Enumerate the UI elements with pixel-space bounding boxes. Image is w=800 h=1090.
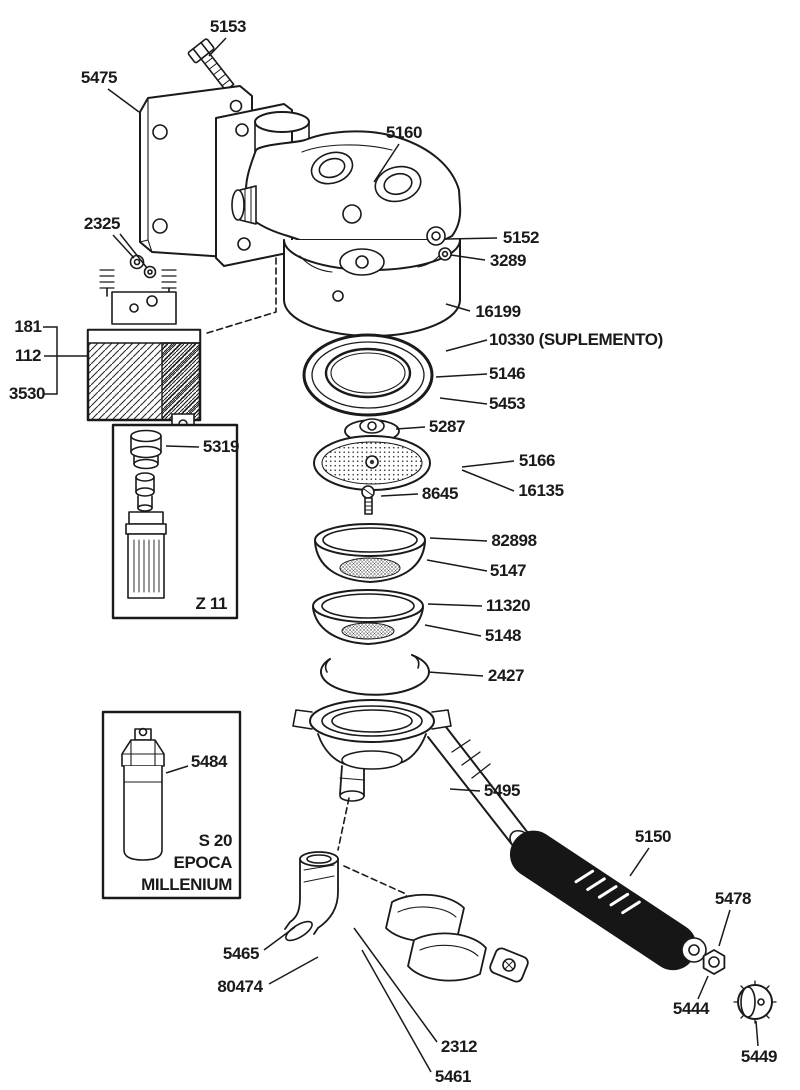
- inset-box-z11: [111, 423, 239, 620]
- leader-line-5148: [424, 624, 482, 637]
- leader-line-11320: [427, 603, 483, 607]
- leader-line-5444: [697, 975, 709, 1000]
- part-label-2427: 2427: [487, 666, 525, 685]
- leader-line-5495: [449, 788, 481, 792]
- leader-line-5287: [395, 426, 426, 430]
- fitting-5319: [130, 429, 162, 470]
- part-label-5484: 5484: [190, 752, 228, 771]
- bolt-5153: [187, 38, 235, 92]
- part-label-5319: 5319: [202, 437, 240, 456]
- part-label-10330-suplemento: 10330 (SUPLEMENTO): [489, 330, 663, 349]
- leader-line-16135: [461, 469, 515, 492]
- leader-line-8645: [380, 493, 419, 497]
- part-label-181: 181: [14, 317, 42, 336]
- part-label-5146: 5146: [489, 364, 526, 383]
- shower-screen-5166: [313, 435, 431, 491]
- leader-line-5478: [718, 909, 731, 947]
- part-label-8645: 8645: [421, 484, 459, 503]
- part-label-112: 112: [14, 346, 42, 365]
- part-label-5287: 5287: [428, 417, 466, 436]
- quick-connector: [135, 472, 155, 512]
- part-label-5461: 5461: [434, 1067, 472, 1086]
- part-label-2312: 2312: [440, 1037, 478, 1056]
- clamp-saddles: [385, 893, 529, 983]
- part-label-5444: 5444: [672, 999, 710, 1018]
- leader-line-16199: [445, 303, 471, 312]
- part-label-5475: 5475: [80, 68, 118, 87]
- part-label-82898: 82898: [491, 531, 537, 550]
- leader-line-5461: [361, 949, 432, 1073]
- inset-box-s20: [101, 710, 242, 900]
- part-label-5465: 5465: [222, 944, 260, 963]
- leader-line-5150: [629, 847, 650, 877]
- alignment-dash-spout: [337, 797, 350, 851]
- part-label-5166: 5166: [518, 451, 556, 470]
- part-label-5449: 5449: [740, 1047, 778, 1066]
- leader-line-82898: [429, 537, 488, 542]
- clamp-screw: [489, 947, 529, 983]
- leader-line-5449: [755, 1020, 759, 1047]
- leader-line-3289: [450, 254, 486, 261]
- filter-5484: [121, 727, 165, 861]
- alignment-dash-solenoid: [203, 257, 277, 335]
- part-label-16135: 16135: [518, 481, 564, 500]
- leader-line-80474: [268, 956, 319, 985]
- part-label-millenium: MILLENIUM: [141, 875, 232, 894]
- leader-line-5319: [165, 445, 200, 448]
- fitting-5152: [426, 226, 446, 246]
- leader-line-2325: [119, 233, 148, 269]
- part-label-16199: 16199: [475, 302, 521, 321]
- part-label-5147: 5147: [489, 561, 527, 580]
- leader-line-5146: [435, 373, 488, 378]
- elbow-fitting-5465: [284, 851, 339, 942]
- leader-line-5153: [208, 37, 227, 57]
- leader-line-5147: [426, 559, 488, 572]
- part-label-5453: 5453: [489, 394, 526, 413]
- leader-line-5152: [446, 237, 498, 240]
- part-label-5153: 5153: [209, 17, 247, 36]
- leader-line-5465: [263, 926, 296, 951]
- part-label-11320: 11320: [485, 596, 531, 615]
- leader-line-5475: [107, 88, 140, 113]
- washers-2325: [129, 254, 157, 279]
- spring-clip-2427: [319, 654, 430, 696]
- leader-line-5453: [439, 397, 488, 405]
- part-label-5478: 5478: [714, 889, 752, 908]
- part-label-5148: 5148: [484, 626, 522, 645]
- leader-line-2427: [427, 671, 484, 677]
- part-label-5150: 5150: [634, 827, 672, 846]
- screw-8645: [361, 485, 375, 515]
- part-label-z-11: Z 11: [195, 594, 228, 613]
- part-label-80474: 80474: [217, 977, 263, 996]
- part-label-5160: 5160: [385, 123, 423, 142]
- part-label-5152: 5152: [502, 228, 540, 247]
- leader-line-5484: [165, 765, 189, 774]
- bracket-line: [43, 326, 58, 395]
- handle-5150: [509, 830, 707, 971]
- valve-cartridge: [125, 511, 167, 599]
- leader-line-2312: [353, 927, 438, 1043]
- part-label-5495: 5495: [483, 781, 521, 800]
- screw-3289: [438, 247, 452, 261]
- part-label-s-20: S 20: [198, 831, 233, 850]
- part-label-epoca: EPOCA: [173, 853, 233, 872]
- cap-5449: [733, 980, 777, 1024]
- basket-82898: [314, 523, 426, 583]
- part-label-3530: 3530: [8, 384, 46, 403]
- leader-line-5160: [373, 143, 400, 183]
- group-head-16199: [231, 111, 462, 337]
- hex-nut-5478: [702, 949, 726, 975]
- leader-line-2325: [112, 234, 135, 259]
- leader-line-5166: [461, 460, 515, 468]
- group-gasket: [302, 333, 434, 417]
- basket-11320: [312, 589, 424, 645]
- part-label-2325: 2325: [83, 214, 121, 233]
- leader-line-10330-suplemento: [445, 339, 488, 352]
- part-label-3289: 3289: [489, 251, 527, 270]
- portafilter-5495: [292, 699, 533, 853]
